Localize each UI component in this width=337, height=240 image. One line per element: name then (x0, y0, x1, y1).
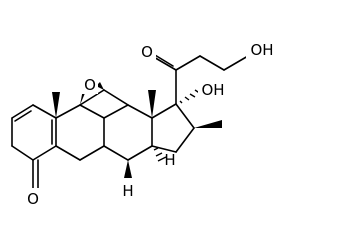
hydroxyl-21: OH (250, 41, 273, 59)
ring-d (151, 103, 195, 153)
ring-a (11, 104, 57, 189)
h14-bond (153, 147, 167, 162)
epoxide-oxygen: O (84, 76, 96, 94)
c10-methyl-bond (52, 92, 60, 118)
c17-hydroxyl-bond (179, 89, 202, 104)
c16-methyl-bond (194, 120, 222, 128)
hydrogen-8: H (122, 182, 133, 200)
hydrogen-14: H (164, 151, 175, 169)
c13-methyl-bond (148, 90, 156, 118)
ketone-oxygen-20: O (141, 43, 153, 61)
ring-b (55, 104, 105, 161)
h8-bond (124, 160, 132, 178)
ketone-oxygen-3: O (27, 190, 39, 208)
atom-labels: O O OH OH O H H (24, 40, 278, 208)
hydroxyl-17: OH (201, 81, 224, 99)
molecule-structure: O O OH OH O H H (11, 40, 278, 208)
ring-c (103, 104, 153, 161)
